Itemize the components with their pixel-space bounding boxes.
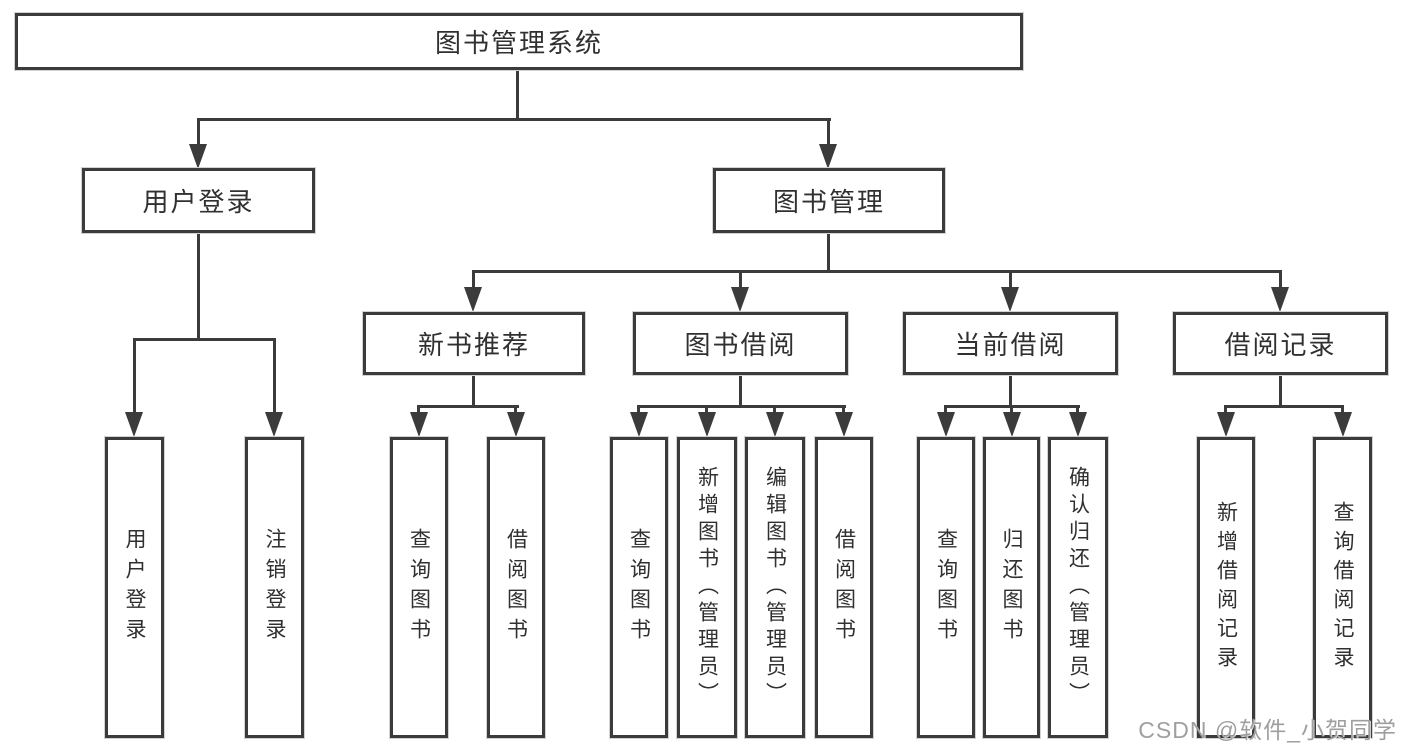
connector-line xyxy=(133,338,276,341)
connector-line xyxy=(1341,405,1344,415)
arrowhead-down-icon xyxy=(698,412,716,437)
arrowhead-down-icon xyxy=(1271,287,1289,312)
connector-line xyxy=(417,405,519,408)
connector-line xyxy=(637,405,640,415)
connector-line xyxy=(133,338,136,414)
leaf-newbooks-query: 查询图书 xyxy=(390,437,448,738)
connector-line xyxy=(472,270,475,290)
connector-line xyxy=(197,233,200,338)
leaf-current-return: 归还图书 xyxy=(983,437,1040,738)
node-book-management: 图书管理 xyxy=(713,168,945,233)
arrowhead-down-icon xyxy=(410,412,428,437)
arrowhead-down-icon xyxy=(1334,412,1352,437)
connector-line xyxy=(516,70,519,118)
leaf-logout: 注销登录 xyxy=(245,437,304,738)
leaf-current-query: 查询图书 xyxy=(917,437,975,738)
connector-line xyxy=(514,405,517,415)
leaf-borrow-add-admin: 新增图书（管理员） xyxy=(677,437,737,738)
csdn-watermark: CSDN @软件_小贺同学 xyxy=(1138,717,1397,743)
leaf-logout-label: 注销登录 xyxy=(263,527,286,648)
node-new-book-recommend: 新书推荐 xyxy=(363,312,585,375)
leaf-current-confirm-admin: 确认归还（管理员） xyxy=(1048,437,1108,738)
connector-line xyxy=(273,338,276,414)
arrowhead-down-icon xyxy=(1003,412,1021,437)
connector-line xyxy=(1224,405,1344,408)
arrowhead-down-icon xyxy=(835,412,853,437)
node-borrow-records: 借阅记录 xyxy=(1173,312,1388,375)
connector-line xyxy=(827,118,830,146)
arrowhead-down-icon xyxy=(630,412,648,437)
leaf-user-login-label: 用户登录 xyxy=(123,527,146,648)
node-root: 图书管理系统 xyxy=(15,13,1023,70)
arrowhead-down-icon xyxy=(265,412,283,437)
leaf-newbooks-borrow-label: 借阅图书 xyxy=(504,527,528,648)
connector-line xyxy=(1010,405,1013,415)
leaf-records-query-label: 查询借阅记录 xyxy=(1331,500,1354,675)
arrowhead-down-icon xyxy=(731,287,749,312)
connector-line xyxy=(773,405,776,415)
node-book-management-label: 图书管理 xyxy=(772,187,885,217)
node-new-book-recommend-label: 新书推荐 xyxy=(417,330,530,360)
connector-line xyxy=(739,375,742,405)
connector-line xyxy=(197,118,200,146)
leaf-borrow-edit-admin-label: 编辑图书（管理员） xyxy=(763,466,787,709)
connector-line xyxy=(1279,270,1282,290)
node-user-login-label: 用户登录 xyxy=(142,187,255,217)
arrowhead-down-icon xyxy=(189,144,207,169)
leaf-current-confirm-admin-label: 确认归还（管理员） xyxy=(1066,466,1090,709)
leaf-borrow-edit-admin: 编辑图书（管理员） xyxy=(745,437,805,738)
leaf-borrow-query: 查询图书 xyxy=(610,437,668,738)
arrowhead-down-icon xyxy=(507,412,525,437)
leaf-current-query-label: 查询图书 xyxy=(934,527,958,648)
connector-line xyxy=(1224,405,1227,415)
connector-line xyxy=(197,118,831,121)
arrowhead-down-icon xyxy=(766,412,784,437)
node-current-borrow-label: 当前借阅 xyxy=(954,330,1067,360)
connector-line xyxy=(637,405,846,408)
arrowhead-down-icon xyxy=(1069,412,1087,437)
connector-line xyxy=(1076,405,1079,415)
node-user-login: 用户登录 xyxy=(82,168,315,233)
node-book-borrow-label: 图书借阅 xyxy=(684,330,797,360)
leaf-borrow-query-label: 查询图书 xyxy=(627,527,651,648)
leaf-newbooks-borrow: 借阅图书 xyxy=(487,437,545,738)
arrowhead-down-icon xyxy=(464,287,482,312)
arrowhead-down-icon xyxy=(937,412,955,437)
leaf-borrow-borrow: 借阅图书 xyxy=(815,437,873,738)
leaf-records-add-label: 新增借阅记录 xyxy=(1214,500,1238,675)
node-root-label: 图书管理系统 xyxy=(434,28,603,58)
connector-line xyxy=(1009,375,1012,405)
connector-line xyxy=(417,405,420,415)
leaf-newbooks-query-label: 查询图书 xyxy=(407,527,431,648)
arrowhead-down-icon xyxy=(1001,287,1019,312)
connector-line xyxy=(1009,270,1012,290)
connector-line xyxy=(827,233,830,270)
connector-line xyxy=(472,375,475,405)
arrowhead-down-icon xyxy=(125,412,143,437)
leaf-records-add: 新增借阅记录 xyxy=(1197,437,1255,738)
leaf-user-login: 用户登录 xyxy=(105,437,164,738)
connector-line xyxy=(944,405,947,415)
connector-line xyxy=(739,270,742,290)
connector-line xyxy=(842,405,845,415)
arrowhead-down-icon xyxy=(1217,412,1235,437)
leaf-records-query: 查询借阅记录 xyxy=(1313,437,1372,738)
node-book-borrow: 图书借阅 xyxy=(633,312,848,375)
leaf-borrow-add-admin-label: 新增图书（管理员） xyxy=(695,466,719,709)
leaf-current-return-label: 归还图书 xyxy=(1000,527,1023,648)
leaf-borrow-borrow-label: 借阅图书 xyxy=(832,527,856,648)
arrowhead-down-icon xyxy=(819,144,837,169)
connector-line xyxy=(1279,375,1282,405)
connector-line xyxy=(705,405,708,415)
node-borrow-records-label: 借阅记录 xyxy=(1224,330,1337,360)
connector-line xyxy=(472,270,1282,273)
node-current-borrow: 当前借阅 xyxy=(903,312,1118,375)
